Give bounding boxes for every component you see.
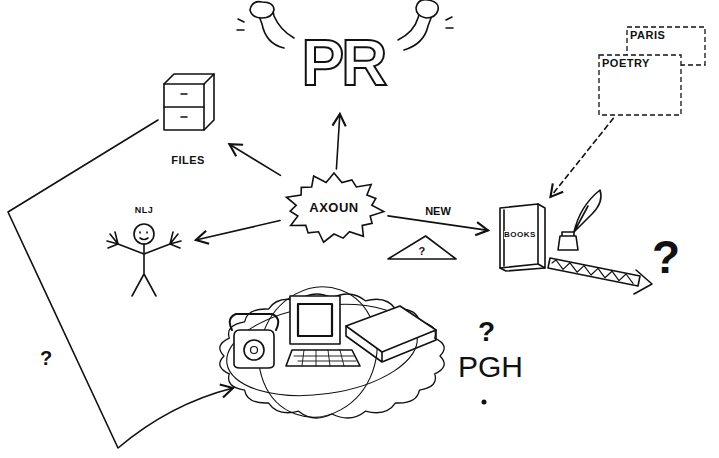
- star-burst: [286, 173, 383, 242]
- book-pages: [346, 326, 436, 362]
- dashed-arrow: [550, 118, 613, 197]
- face: [140, 232, 148, 240]
- book-icon: BOOKS: [492, 198, 548, 272]
- drawer-knobs: [181, 94, 187, 117]
- burst-star: AXOUN: [283, 172, 385, 244]
- stick-figure-outline: [96, 204, 192, 300]
- cloud-outline: [220, 294, 444, 418]
- phone-dial-center: [251, 347, 258, 354]
- quill-pen: [574, 190, 601, 232]
- body-legs: [132, 244, 156, 296]
- cabinet-side: [204, 74, 214, 130]
- arrow: [388, 216, 488, 231]
- file-cabinet: FILES: [150, 68, 226, 170]
- dashed-note: POETRY: [598, 54, 682, 116]
- node-label: FILES: [171, 154, 205, 166]
- phone-dial: [244, 340, 264, 360]
- phone-handset: [230, 314, 279, 330]
- stick-figure: NLJ: [96, 204, 192, 300]
- question-mark: ?: [40, 348, 52, 368]
- arrow: [196, 220, 280, 239]
- triangle-marker: ?: [386, 234, 458, 260]
- telephone: [234, 330, 274, 368]
- edge-label: NEW: [423, 205, 453, 217]
- zigzag-arrowhead: [634, 270, 652, 294]
- node-label: AXOUN: [309, 201, 358, 215]
- book-cover: [500, 204, 538, 268]
- swirl-line: [241, 270, 395, 434]
- node-label: ?: [418, 245, 425, 257]
- bracket-arrow: [8, 120, 233, 448]
- hand: [170, 232, 181, 248]
- head: [134, 224, 154, 244]
- monitor-screen: [298, 304, 332, 336]
- zigzag-pattern: [552, 260, 633, 283]
- dot: [482, 400, 487, 405]
- node-label: PARIS: [630, 29, 665, 41]
- hand: [107, 232, 118, 248]
- fist: [250, 2, 274, 18]
- cabinet-front: [164, 84, 204, 130]
- keyboard: [286, 350, 360, 366]
- pr-figure: PR: [268, 16, 418, 110]
- zigzag-arrow: [548, 258, 640, 286]
- arms: [118, 244, 170, 254]
- big-letters: PR: [302, 28, 385, 98]
- question-mark: ?: [652, 234, 680, 280]
- keyboard-keys: [294, 350, 356, 366]
- triangle: [388, 236, 456, 259]
- node-label: NLJ: [135, 206, 154, 216]
- drawer-line: [164, 106, 204, 108]
- fist: [416, 0, 438, 18]
- node-label: POETRY: [602, 57, 650, 69]
- book-pages: [538, 204, 545, 268]
- book-bottom: [500, 268, 545, 271]
- place-label: PGH: [458, 352, 523, 382]
- arrow: [229, 144, 280, 175]
- cabinet-top: [164, 74, 214, 84]
- arrow: [336, 114, 339, 169]
- inkpot: [558, 232, 578, 250]
- question-mark: ?: [478, 318, 495, 346]
- node-label: BOOKS: [504, 231, 536, 240]
- dashed-box: [599, 55, 681, 115]
- monitor: [290, 296, 340, 344]
